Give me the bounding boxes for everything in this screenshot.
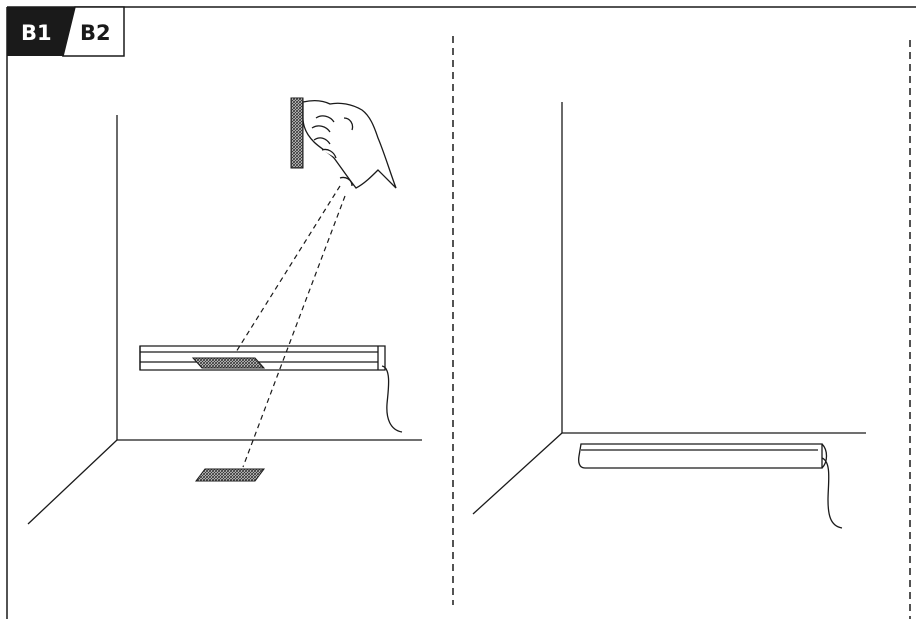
tab-b1-label: B1 [21,21,52,45]
wall-corner [27,115,422,525]
tab-b1-background [7,7,75,56]
light-bar-mounted [578,443,828,469]
wall-corner-b2 [472,102,866,515]
power-cable-b2 [821,457,843,529]
adhesive-strip-on-floor [195,468,265,482]
step-tabs: B1 B2 [7,6,125,57]
tab-b2-background [62,6,125,57]
adhesive-strip-on-bar [191,357,266,369]
hand-icon [302,100,397,189]
frame [6,6,916,619]
panel-b1 [27,97,422,525]
guide-lines [235,185,346,468]
adhesive-strip-in-hand [290,97,304,169]
tab-b2-label: B2 [80,21,111,45]
power-cable [381,365,403,433]
panel-b2 [472,102,866,529]
